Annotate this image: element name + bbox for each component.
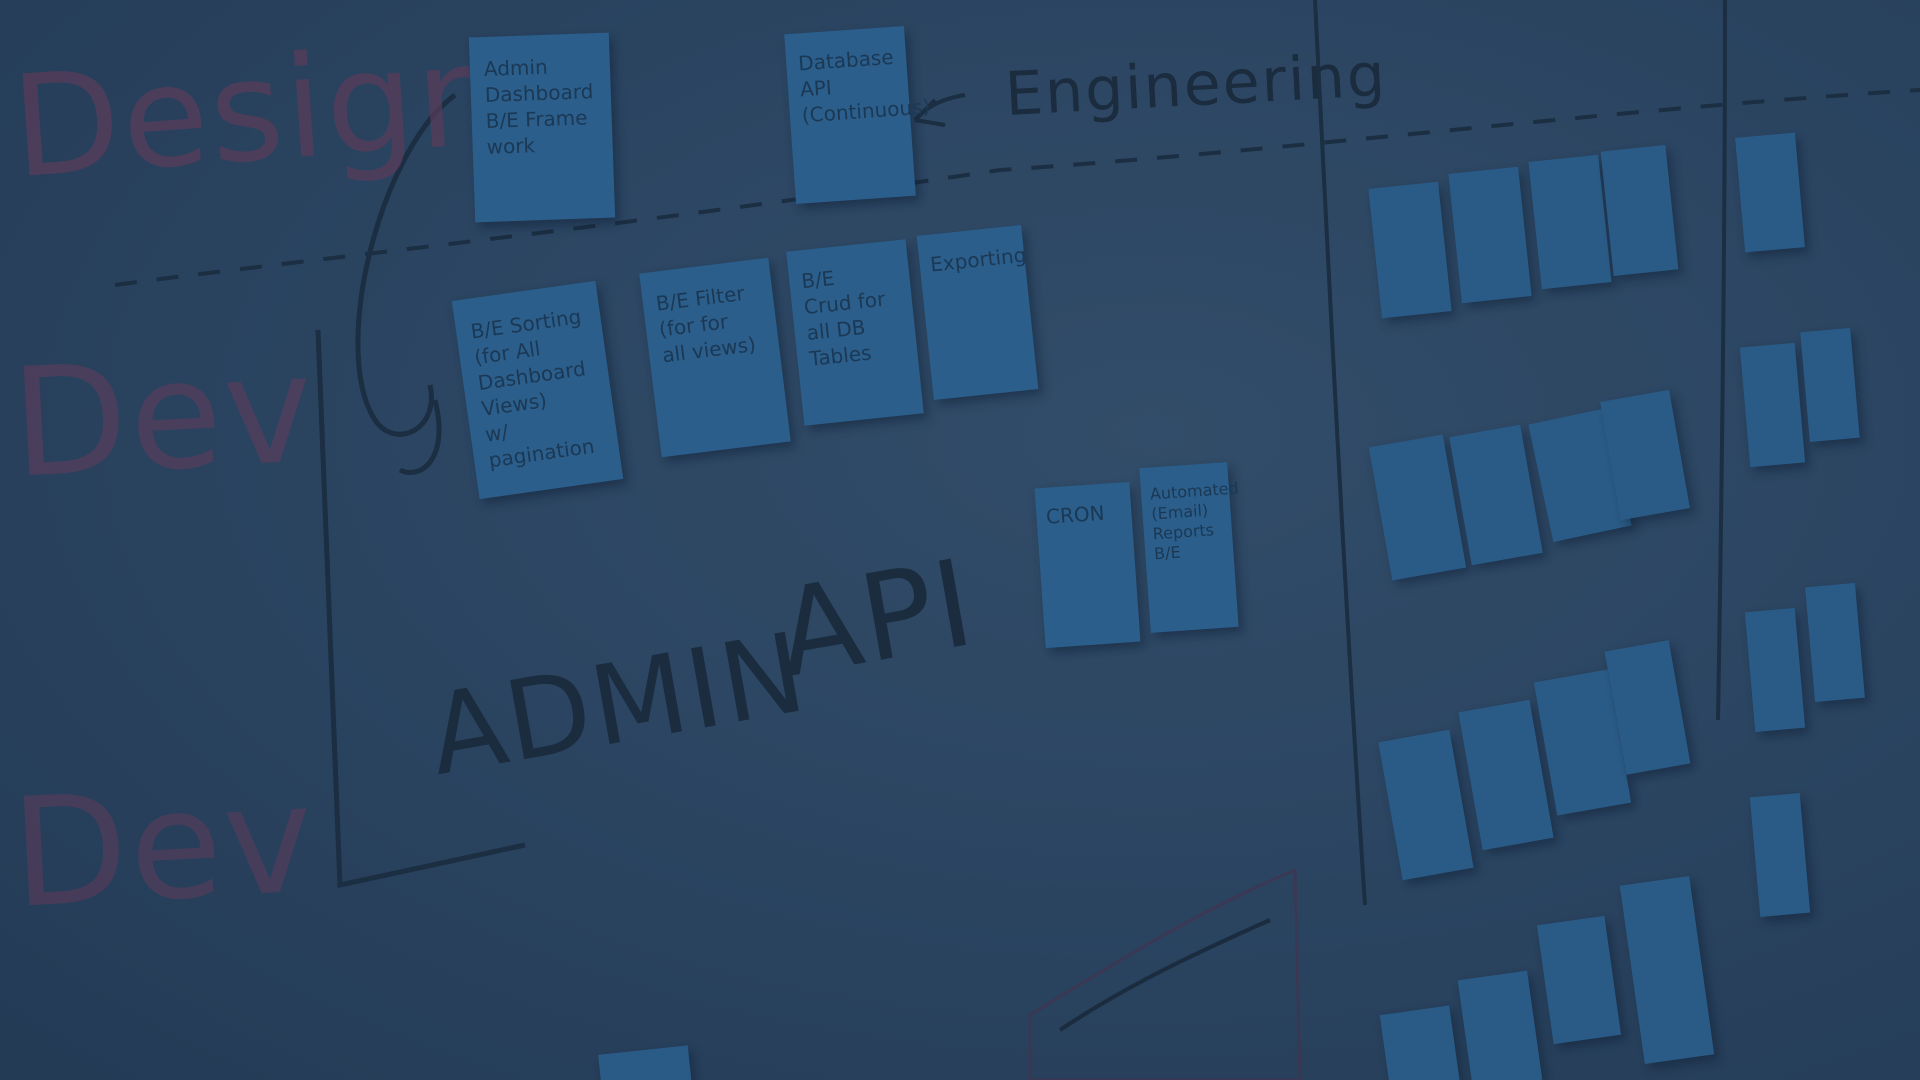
- engineering-arrow: [913, 93, 966, 127]
- column-divider-right: [1716, 0, 1727, 721]
- bracket-line: [315, 329, 526, 889]
- design-dev-divider: [114, 88, 1920, 287]
- brace-curve: [355, 92, 457, 475]
- column-divider-left: [1313, 0, 1367, 906]
